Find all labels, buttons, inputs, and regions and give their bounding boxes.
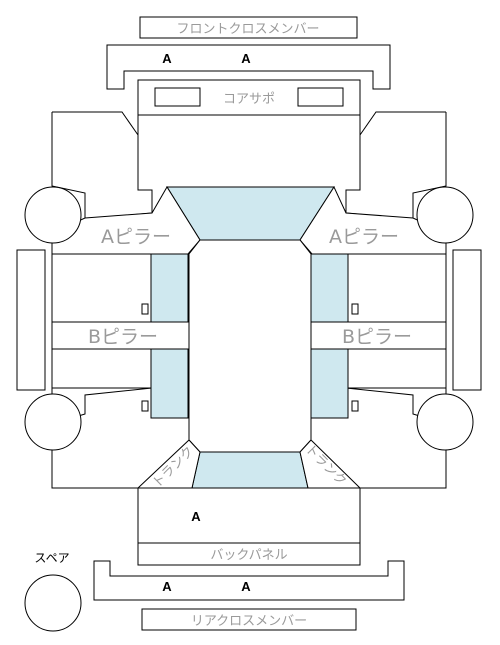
- back-panel-box: [137, 542, 361, 566]
- headlight-left: [154, 87, 201, 107]
- a-pillar-right-label: Aピラー: [329, 226, 399, 248]
- rear-cross-member-outline: [93, 560, 405, 601]
- front-cross-member: フロントクロスメンバー A A: [106, 16, 391, 90]
- b-pillar-right: Bピラー: [310, 321, 447, 350]
- core-support-outline: [137, 79, 361, 116]
- b-pillar-right-shape: [310, 321, 447, 350]
- rear-mark-2: A: [241, 579, 251, 594]
- rear-window: [191, 451, 309, 489]
- front-cross-member-label: フロントクロスメンバー: [176, 22, 319, 37]
- b-pillar-left-shape: [51, 321, 190, 350]
- front-mark-2: A: [241, 51, 251, 66]
- front-cross-member-label-box: [139, 16, 358, 39]
- left-side-sill: [16, 249, 46, 391]
- c-pillar-left: トランク: [136, 439, 201, 491]
- trunk-mark: A: [191, 509, 201, 524]
- b-pillar-right-label: Bピラー: [342, 326, 412, 348]
- b-pillar-left: Bピラー: [51, 321, 190, 350]
- door-handle-right-front: [351, 303, 359, 315]
- door-handle-right-rear: [351, 400, 359, 412]
- a-pillar-left-label: Aピラー: [101, 226, 171, 248]
- front-mark-1: A: [162, 51, 172, 66]
- headlight-right: [297, 87, 344, 107]
- rear-cross-member-label: リアクロスメンバー: [191, 614, 307, 629]
- b-pillar-left-label: Bピラー: [88, 326, 158, 348]
- right-side-sill: [452, 249, 482, 391]
- roof: [188, 239, 312, 453]
- front-cross-member-outline: [106, 44, 391, 90]
- spare-label: スペア: [34, 551, 69, 565]
- trunk: [137, 487, 361, 544]
- door-handle-left-front: [141, 303, 149, 315]
- rear-mark-1: A: [162, 579, 172, 594]
- spare-tire: [24, 574, 82, 632]
- rear-cross-member: A A リアクロスメンバー: [93, 560, 405, 631]
- wheel-front-left: [24, 186, 82, 244]
- door-handle-left-rear: [141, 400, 149, 412]
- core-support-label: コアサポ: [223, 92, 275, 107]
- wheel-front-right: [416, 186, 474, 244]
- core-support: コアサポ: [137, 79, 361, 116]
- wheel-rear-left: [24, 393, 82, 451]
- c-pillar-right: トランク: [299, 439, 362, 489]
- back-panel-label: バックパネル: [210, 548, 287, 563]
- front-rails: [137, 115, 361, 215]
- rear-cross-member-label-box: [141, 608, 357, 631]
- wheel-rear-right: [416, 393, 474, 451]
